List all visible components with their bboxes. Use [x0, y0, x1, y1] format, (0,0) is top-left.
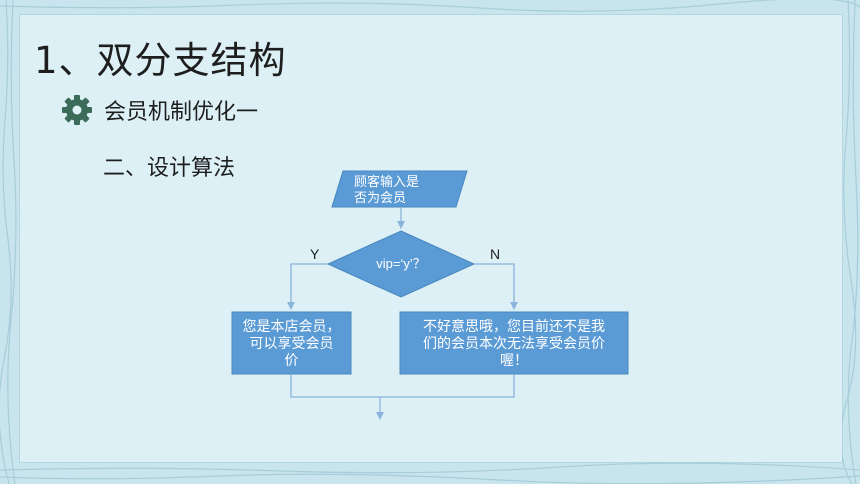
no-box-line2: 们的会员本次无法享受会员价 — [423, 335, 605, 351]
input-text-line1: 顾客输入是 — [354, 174, 420, 189]
input-text: 顾客输入是 否为会员 — [340, 174, 464, 206]
gear-icon — [62, 95, 92, 125]
yes-box-line2: 可以享受会员 — [249, 335, 334, 351]
subheading: 二、设计算法 — [103, 156, 236, 181]
no-label: N — [490, 246, 501, 262]
yes-box-text: 您是本店会员， 可以享受会员 价 — [232, 318, 351, 369]
no-process-box — [399, 311, 629, 375]
no-box-line3: 喔！ — [500, 352, 528, 368]
yes-box-line1: 您是本店会员， — [242, 318, 341, 334]
decision-diamond — [326, 230, 476, 298]
yes-label: Y — [310, 246, 320, 262]
input-text-line2: 否为会员 — [354, 190, 407, 205]
bullet-item: 会员机制优化一 — [60, 93, 258, 127]
slide-title: 1、双分支结构 — [34, 39, 287, 82]
connector-yes — [287, 263, 328, 310]
connector-no — [474, 263, 518, 310]
input-parallelogram — [331, 170, 468, 208]
no-box-line1: 不好意思哦，您目前还不是我 — [423, 318, 605, 334]
bullet-text: 会员机制优化一 — [104, 100, 259, 125]
yes-box-line3: 价 — [284, 352, 299, 368]
decision-text: vip=‘y’？ — [376, 256, 426, 271]
slide-panel — [20, 15, 842, 462]
no-box-text: 不好意思哦，您目前还不是我 们的会员本次无法享受会员价 喔！ — [400, 318, 628, 369]
connector-merge — [290, 374, 515, 398]
